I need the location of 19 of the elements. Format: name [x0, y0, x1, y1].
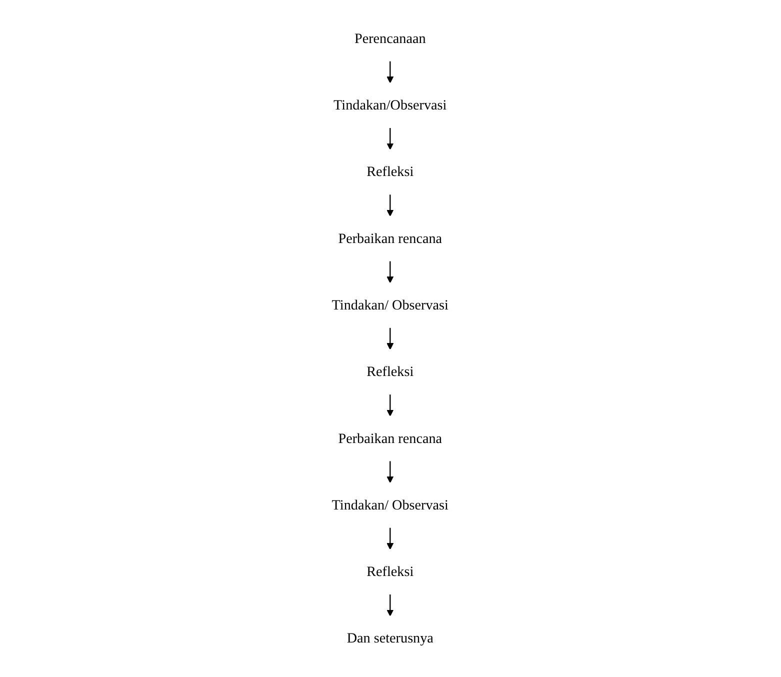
arrow	[387, 60, 394, 84]
node-text: Dan seterusnya	[347, 630, 434, 646]
node-text: Refleksi	[366, 164, 414, 180]
node-text: Refleksi	[366, 364, 414, 380]
node-text: Tindakan/ Observasi	[332, 296, 449, 313]
arrow	[387, 594, 394, 616]
arrow	[387, 260, 394, 284]
arrow	[387, 128, 394, 150]
node-text: Perbaikan rencana	[338, 430, 442, 446]
arrow	[387, 527, 394, 550]
node-text: Perencanaan	[354, 30, 426, 46]
node-text: Tindakan/ Observasi	[332, 496, 449, 513]
node-text: Refleksi	[366, 564, 414, 580]
arrow	[387, 194, 394, 216]
node-text: Tindakan/Observasi	[334, 97, 448, 113]
arrow	[387, 394, 394, 416]
arrow	[387, 328, 394, 350]
arrow	[387, 460, 394, 484]
node-text: Perbaikan rencana	[338, 230, 442, 246]
